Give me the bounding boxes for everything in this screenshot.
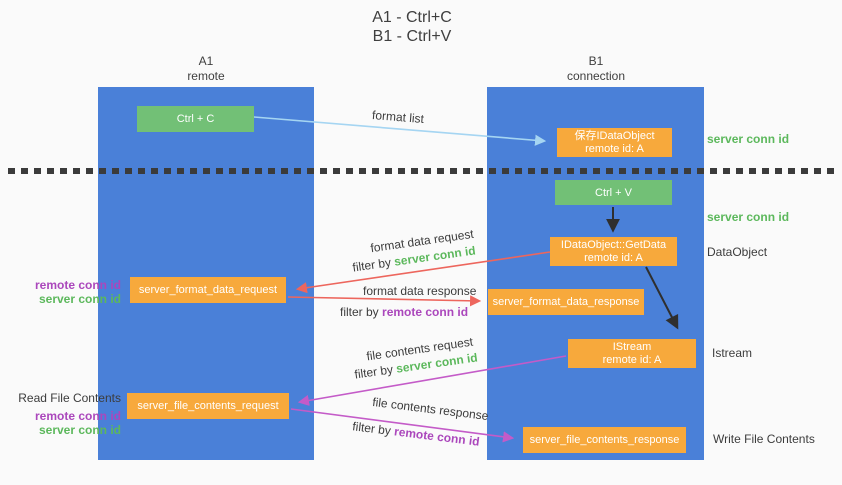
- lane-header-a1: A1 remote: [146, 54, 266, 84]
- right-label-server-conn-id-1: server conn id: [707, 132, 790, 146]
- filter-by-text: filter by: [351, 419, 392, 438]
- remote-conn-id-text: remote conn id: [393, 424, 481, 449]
- node-save-idataobject: 保存IDataObject remote id: A: [557, 128, 672, 157]
- filter-by-text: filter by: [340, 305, 379, 319]
- node-istream-line1: IStream: [612, 340, 652, 353]
- right-label-istream: Istream: [712, 346, 753, 360]
- right-label-server-conn-id-2: server conn id: [707, 210, 790, 224]
- label-format-list: format list: [371, 107, 425, 127]
- node-idataobject-getdata-line2: remote id: A: [584, 251, 643, 264]
- node-idataobject-getdata: IDataObject::GetData remote id: A: [550, 237, 677, 266]
- node-ctrl-v: Ctrl + V: [555, 180, 672, 205]
- node-istream: IStream remote id: A: [568, 339, 696, 368]
- lane-header-b1: B1 connection: [536, 54, 656, 84]
- node-save-idataobject-line2: remote id: A: [585, 142, 644, 155]
- node-server-format-data-response: server_format_data_response: [488, 289, 644, 315]
- left-label-server-conn-id-2: server conn id: [38, 423, 121, 437]
- node-ctrl-c-label: Ctrl + C: [176, 113, 215, 125]
- filter-by-text: filter by: [353, 362, 394, 382]
- right-label-dataobject: DataObject: [707, 245, 768, 259]
- node-server-file-contents-response: server_file_contents_response: [523, 427, 686, 453]
- node-server-file-contents-request: server_file_contents_request: [127, 393, 289, 419]
- left-label-remote-conn-id-2: remote conn id: [34, 409, 121, 423]
- right-label-write-file-contents: Write File Contents: [713, 432, 815, 446]
- lane-b1-name: B1: [588, 54, 604, 68]
- lane-a1-name: A1: [198, 54, 214, 68]
- node-istream-line2: remote id: A: [602, 353, 662, 366]
- remote-conn-id-text: remote conn id: [382, 305, 469, 319]
- title-line-1: A1 - Ctrl+C: [372, 9, 452, 26]
- node-save-idataobject-line1: 保存IDataObject: [574, 129, 655, 142]
- label-format-data-response: format data response: [363, 284, 477, 298]
- node-idataobject-getdata-line1: IDataObject::GetData: [560, 238, 667, 251]
- node-server-format-data-response-label: server_format_data_response: [492, 296, 640, 308]
- node-server-format-data-request-label: server_format_data_request: [138, 284, 278, 296]
- left-label-server-conn-id-1: server conn id: [38, 292, 121, 306]
- label-filter-by-remote-conn-id-1: filter by remote conn id: [340, 305, 468, 319]
- label-file-contents-response: file contents response: [371, 394, 490, 424]
- node-server-file-contents-response-label: server_file_contents_response: [529, 434, 680, 446]
- session-divider-dotted-line: [8, 168, 834, 174]
- lane-a1-role: remote: [187, 69, 225, 83]
- label-filter-by-remote-conn-id-2: filter by remote conn id: [352, 419, 481, 449]
- diagram-title: A1 - Ctrl+C B1 - Ctrl+V: [322, 8, 502, 46]
- node-server-file-contents-request-label: server_file_contents_request: [137, 400, 279, 412]
- left-label-read-file-contents: Read File Contents: [18, 391, 121, 405]
- node-ctrl-v-label: Ctrl + V: [595, 186, 632, 199]
- node-ctrl-c: Ctrl + C: [137, 106, 254, 132]
- title-line-2: B1 - Ctrl+V: [372, 28, 452, 45]
- filter-by-text: filter by: [351, 255, 392, 275]
- lane-b1-role: connection: [566, 69, 626, 83]
- left-label-remote-conn-id-1: remote conn id: [34, 278, 121, 292]
- node-server-format-data-request: server_format_data_request: [130, 277, 286, 303]
